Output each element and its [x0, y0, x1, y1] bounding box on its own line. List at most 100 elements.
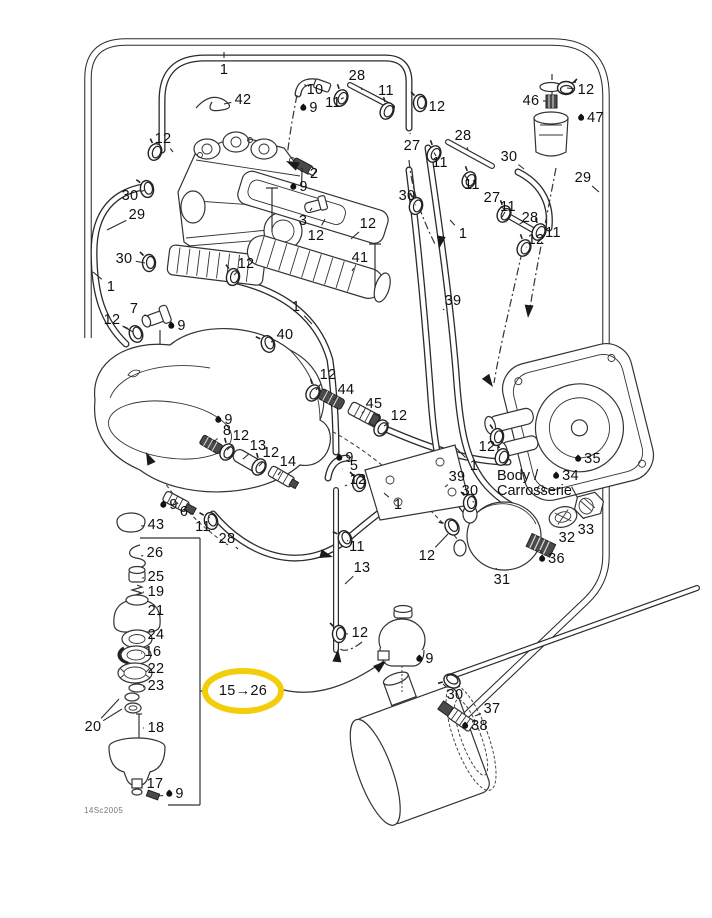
leader-lines [92, 52, 600, 797]
part-label-11: 11 [432, 156, 448, 171]
part-number-text: 39 [444, 292, 462, 309]
part-number-text: 11 [325, 94, 341, 111]
part-label-1: 1 [107, 280, 115, 295]
part-number-text: 9 [309, 99, 318, 116]
part-number-text: 12 [577, 81, 595, 98]
part-label-17: 17 [147, 777, 164, 792]
part-number-text: 11 [195, 518, 211, 535]
part-label-9: 9 [299, 99, 318, 116]
part-number-text: 1 [393, 496, 403, 513]
part-number-text: 25 [147, 568, 165, 585]
part-label-28: 28 [522, 211, 539, 226]
part-label-9: 9 [289, 178, 308, 195]
part-number-text: 5 [349, 457, 359, 474]
part-number-text: 26 [146, 544, 164, 561]
part-label-41: 41 [352, 251, 369, 266]
part-number-text: 27 [483, 189, 501, 206]
part-label-39: 39 [449, 470, 466, 485]
part-label-30: 30 [447, 688, 464, 703]
parts-column [108, 512, 207, 806]
expansion-tank-4 [93, 328, 331, 493]
part-number-text: 8 [222, 422, 232, 439]
part-number-text: 9 [169, 496, 178, 513]
part-number-text: 9 [299, 178, 308, 195]
part-label-6: 6 [180, 505, 188, 520]
part-label-1: 1 [394, 498, 402, 513]
part-number-text: 12 [359, 215, 377, 232]
highlighted-part-label: 15→26 [219, 684, 267, 699]
drain-drop-icon [460, 721, 470, 730]
part-number-text: 1 [291, 298, 301, 315]
part-number-text: 9 [425, 650, 434, 667]
part-label-30: 30 [399, 189, 416, 204]
part-label-43: 43 [148, 518, 165, 533]
part-label-20: 20 [85, 720, 102, 735]
part-number-text: 20 [84, 718, 102, 735]
part-label-1: 1 [470, 459, 478, 474]
part-label-11: 11 [545, 226, 561, 241]
part-number-text: 13 [353, 559, 371, 576]
part-number-text: 33 [577, 521, 595, 538]
part-number-text: 30 [500, 148, 518, 165]
part-label-12: 12 [419, 549, 436, 564]
part-label-12: 12 [429, 100, 446, 115]
part-number-text: 12 [527, 231, 545, 248]
part-label-44: 44 [338, 383, 355, 398]
part-number-text: 12 [319, 366, 337, 383]
part-number-text: 34 [562, 467, 579, 484]
part-number-text: 12 [103, 311, 121, 328]
part-label-12: 12 [155, 132, 172, 147]
part-label-9: 9 [415, 650, 434, 667]
part-number-text: 1 [458, 225, 468, 242]
part-label-16: 16 [145, 645, 162, 660]
part-number-text: 11 [545, 224, 561, 241]
part-label-23: 23 [148, 679, 165, 694]
part-label-36: 36 [537, 552, 565, 567]
part-label-9: 9 [335, 449, 354, 466]
drain-drop-icon [573, 454, 583, 463]
part-label-11: 11 [378, 84, 394, 99]
part-label-22: 22 [148, 662, 165, 677]
part-label-18: 18 [148, 721, 165, 736]
drain-drop-icon [165, 789, 174, 798]
part-number-text: 18 [147, 719, 165, 736]
part-number-text: 28 [521, 209, 539, 226]
part-label-12: 12 [350, 473, 367, 488]
part-number-text: 28 [454, 127, 472, 144]
part-label-12: 12 [320, 368, 337, 383]
part-label-3: 3 [299, 214, 307, 229]
drain-drop-icon [299, 103, 308, 112]
part-number-text: 19 [147, 583, 165, 600]
part-label-5: 5 [350, 459, 358, 474]
part-label-9: 9 [159, 496, 178, 513]
drain-drop-icon [415, 654, 424, 663]
part-number-text: 38 [471, 717, 488, 734]
part-number-text: 27 [403, 137, 421, 154]
part-label-12: 12 [360, 217, 377, 232]
part-label-28: 28 [219, 532, 236, 547]
part-label-12: 12 [263, 446, 280, 461]
part-number-text: 15→26 [218, 682, 268, 699]
part-number-text: 1 [219, 61, 229, 78]
hull-outline [84, 38, 610, 784]
part-number-text: 43 [147, 516, 165, 533]
part-number-text: 46 [522, 92, 540, 109]
part-number-text: 12 [390, 407, 408, 424]
drain-drop-icon [159, 500, 168, 509]
part-label-11: 11 [464, 178, 480, 193]
filler-tank [377, 604, 426, 692]
part-label-9: 9 [165, 787, 183, 802]
body-callout-line1: Body / [497, 468, 539, 484]
part-label-37: 37 [484, 702, 501, 717]
part-label-30: 30 [122, 189, 139, 204]
drain-drop-icon [537, 554, 547, 563]
part-number-text: 9 [177, 317, 186, 334]
part-label-11: 11 [500, 200, 516, 215]
part-number-text: 12 [428, 98, 446, 115]
part-label-25: 25 [148, 570, 165, 585]
part-number-text: 47 [587, 109, 604, 126]
part-number-text: 9 [345, 449, 354, 466]
part-number-text: 44 [337, 381, 355, 398]
part-label-7: 7 [130, 302, 138, 317]
